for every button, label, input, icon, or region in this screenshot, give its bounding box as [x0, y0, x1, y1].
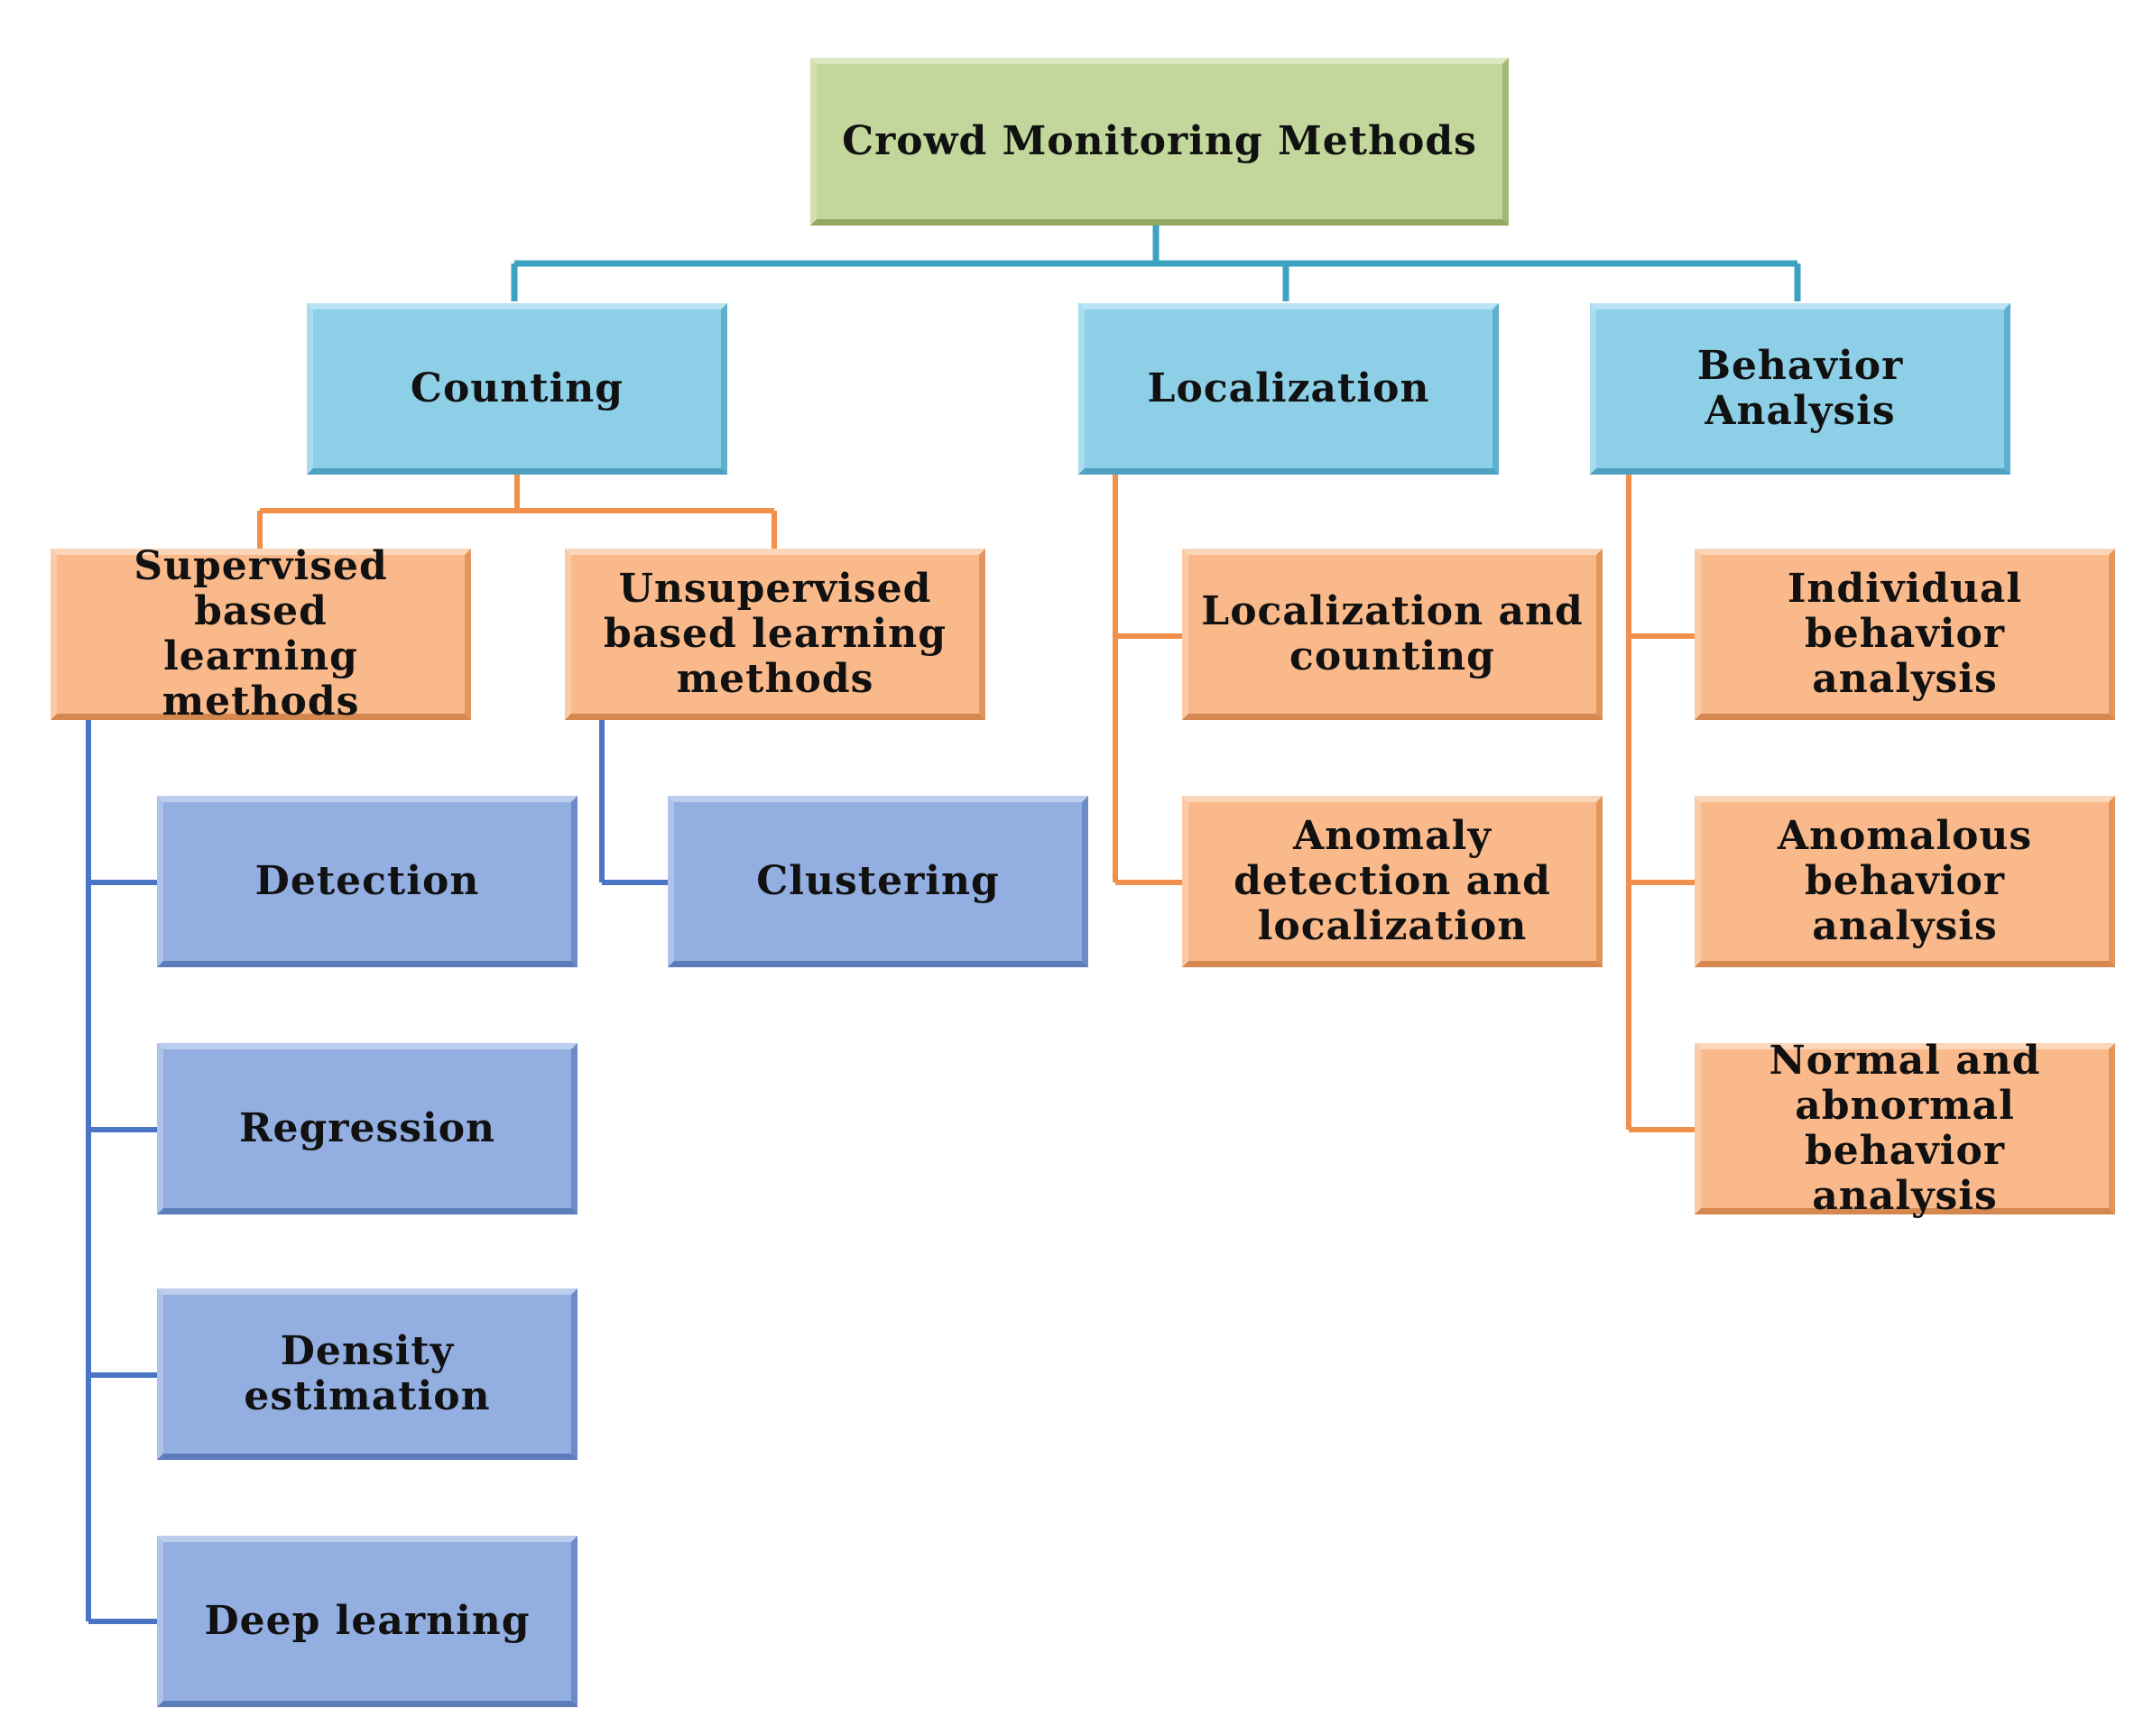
detection-node-label: Detection — [254, 858, 480, 904]
localization-counting-node-label: Localization and counting — [1201, 588, 1584, 679]
clustering-node: Clustering — [668, 796, 1088, 967]
counting-connectors — [257, 475, 777, 549]
behavior-analysis-node-label: Behavior Analysis — [1696, 343, 1904, 434]
anomaly-localization-node-label: Anomaly detection and localization — [1234, 813, 1551, 949]
behavior-analysis-node: Behavior Analysis — [1590, 303, 2010, 475]
localization-node: Localization — [1078, 303, 1499, 475]
clustering-node-label: Clustering — [756, 858, 1000, 904]
regression-node-label: Regression — [238, 1105, 496, 1151]
deep-learning-node-label: Deep learning — [204, 1598, 531, 1644]
anomalous-behavior-node: Anomalous behavior analysis — [1695, 796, 2115, 967]
normal-abnormal-behavior-node: Normal and abnormal behavior analysis — [1695, 1039, 2115, 1219]
counting-node-label: Counting — [410, 365, 624, 411]
density-estimation-node: Density estimation — [157, 1288, 578, 1460]
normal-abnormal-behavior-node-label: Normal and abnormal behavior analysis — [1769, 1038, 2041, 1219]
deep-learning-node: Deep learning — [157, 1536, 578, 1707]
root-node-label: Crowd Monitoring Methods — [842, 118, 1477, 164]
individual-behavior-node-label: Individual behavior analysis — [1787, 566, 2023, 702]
supervised-node: Supervised based learning methods — [51, 544, 471, 725]
localization-connectors — [1113, 475, 1182, 885]
supervised-connectors — [86, 720, 157, 1624]
regression-node: Regression — [157, 1043, 578, 1214]
individual-behavior-node: Individual behavior analysis — [1695, 549, 2115, 720]
localization-counting-node: Localization and counting — [1182, 549, 1603, 720]
detection-node: Detection — [157, 796, 578, 967]
root-node: Crowd Monitoring Methods — [810, 58, 1509, 226]
counting-node: Counting — [307, 303, 727, 475]
behavior-connectors — [1626, 475, 1695, 1132]
anomalous-behavior-node-label: Anomalous behavior analysis — [1777, 813, 2033, 949]
root-connectors — [511, 226, 1801, 301]
anomaly-localization-node: Anomaly detection and localization — [1182, 796, 1603, 967]
unsupervised-connectors — [599, 720, 668, 885]
unsupervised-node: Unsupervised based learning methods — [565, 549, 985, 720]
density-estimation-node-label: Density estimation — [244, 1328, 491, 1419]
unsupervised-node-label: Unsupervised based learning methods — [604, 566, 947, 702]
supervised-node-label: Supervised based learning methods — [134, 543, 388, 725]
localization-node-label: Localization — [1147, 365, 1430, 411]
